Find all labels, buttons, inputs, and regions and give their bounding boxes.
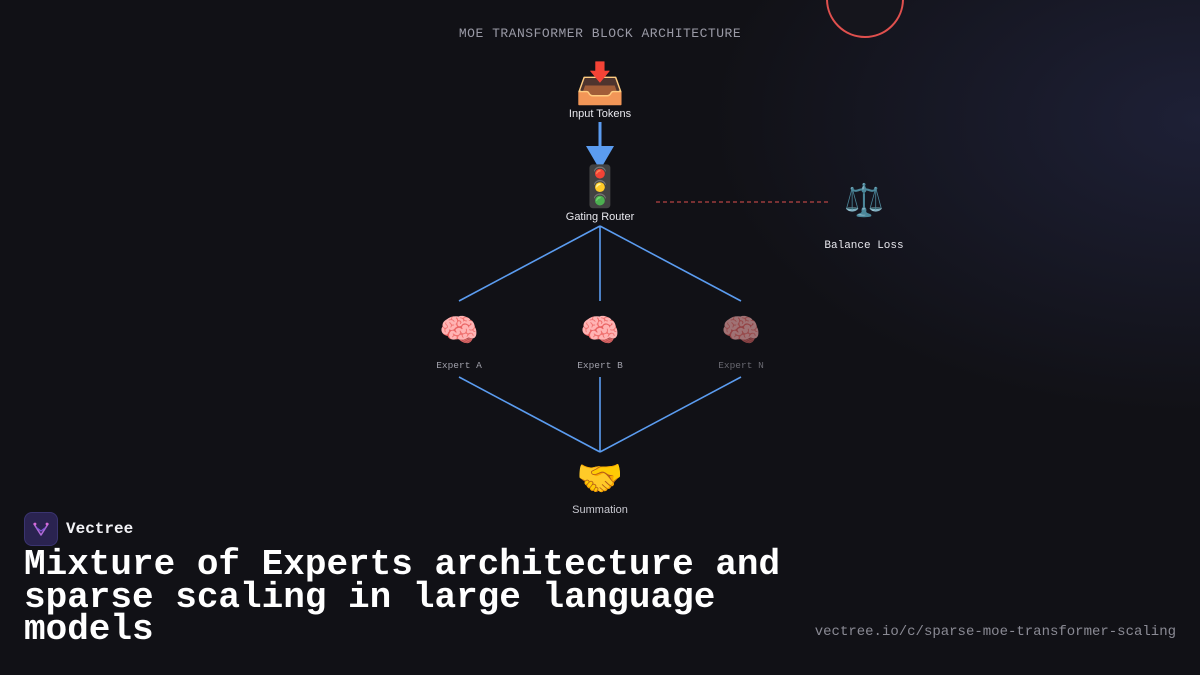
inbox-tray-icon: 📥 (575, 62, 625, 106)
node-input-tokens: 📥 Input Tokens (569, 64, 631, 120)
handshake-icon: 🤝 (576, 458, 624, 500)
balance-scale-icon: ⚖️ (844, 182, 884, 218)
edge-router-expert-n (599, 225, 742, 302)
node-summation: 🤝 Summation (572, 460, 628, 516)
node-expert-a: 🧠 Expert A (436, 314, 482, 371)
brain-icon: 🧠 (721, 312, 761, 348)
brand[interactable]: Vectree (24, 512, 133, 546)
traffic-light-icon: 🚦 (575, 165, 625, 209)
brain-icon: 🧠 (439, 312, 479, 348)
edge-router-expert-a (458, 225, 601, 302)
edge-expert-a-sum (458, 376, 601, 453)
node-expert-n: 🧠 Expert N (718, 314, 764, 371)
edge-expert-n-sum (599, 376, 742, 453)
node-balance-loss-label: Balance Loss (824, 240, 904, 252)
vectree-logo-icon (24, 512, 58, 546)
page-url[interactable]: vectree.io/c/sparse-moe-transformer-scal… (814, 624, 1176, 640)
node-gating-router-label: Gating Router (565, 211, 635, 223)
node-input-tokens-label: Input Tokens (568, 108, 632, 120)
diagram-title: MOE TRANSFORMER BLOCK ARCHITECTURE (458, 26, 742, 41)
node-expert-a-label: Expert A (436, 360, 482, 371)
brand-name: Vectree (66, 520, 134, 538)
node-summation-label: Summation (572, 504, 628, 516)
node-balance-loss: ⚖️ Balance Loss (824, 184, 903, 252)
brain-icon: 🧠 (580, 312, 620, 348)
node-expert-b-label: Expert B (577, 360, 623, 371)
node-expert-n-label: Expert N (718, 360, 764, 371)
page-title: Mixture of Experts architecture and spar… (24, 544, 781, 650)
node-gating-router: 🚦 Gating Router (566, 167, 634, 223)
edge-input-router-arrowhead (586, 146, 614, 170)
node-expert-b: 🧠 Expert B (577, 314, 623, 371)
